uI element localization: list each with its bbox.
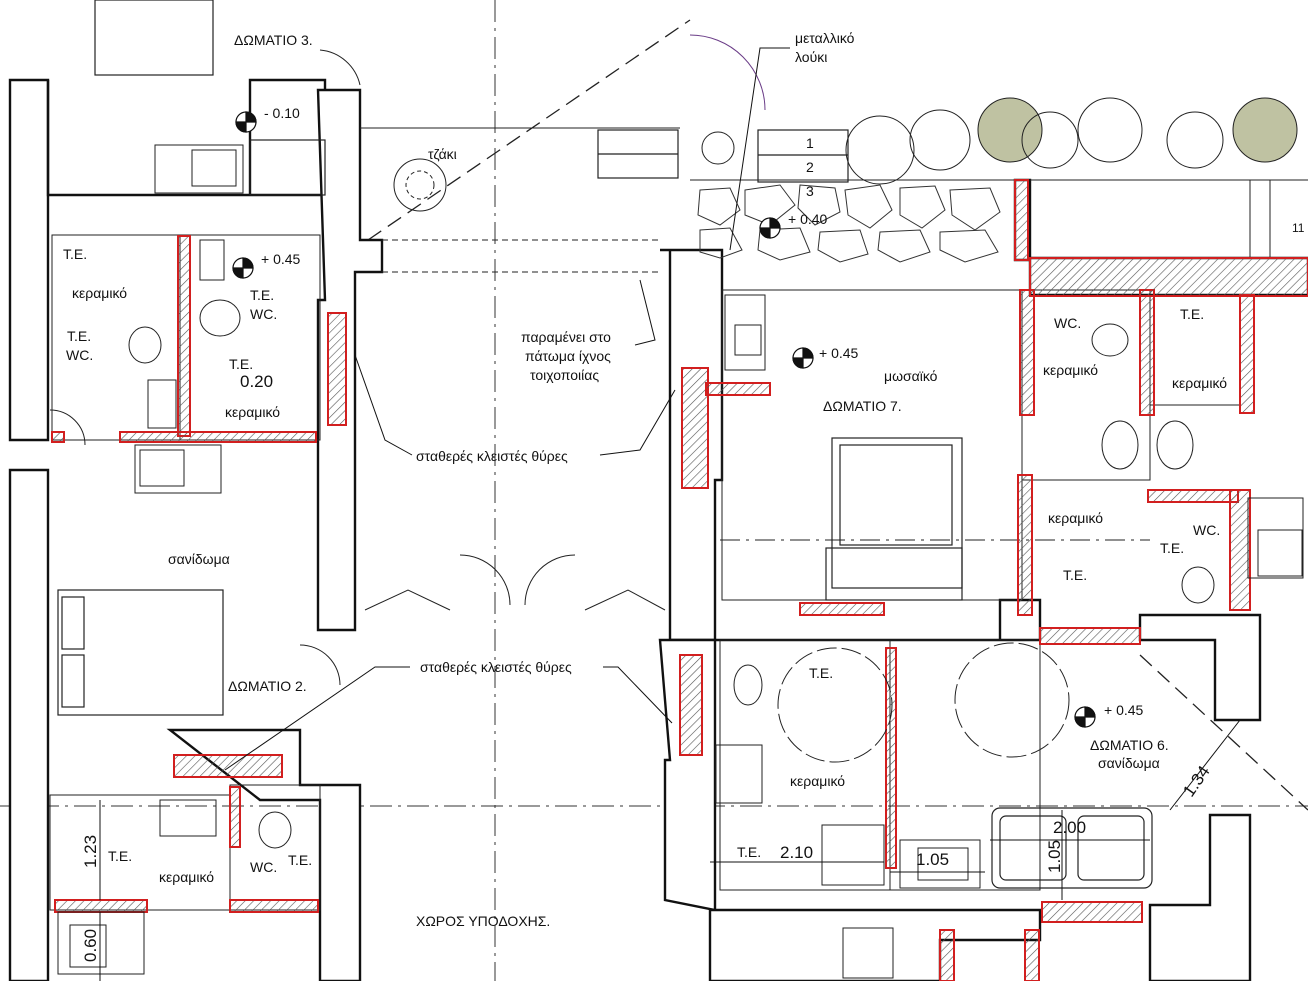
stair-step-number: 3 <box>806 183 814 199</box>
level-value: + 0.45 <box>261 251 301 267</box>
fixed-doors-label-1: σταθερές κλειστές θύρες <box>416 448 568 464</box>
ceramic-label: κεραμικό <box>1048 510 1104 526</box>
walls <box>8 78 1308 981</box>
ceramic-label: κεραμικό <box>159 869 215 885</box>
te-label: T.E. <box>250 287 275 303</box>
dimension-value: 0.20 <box>240 372 274 391</box>
metal-gutter-label-1: μεταλλικό <box>795 30 855 46</box>
dimension-value: 0.60 <box>81 928 100 962</box>
ceramic-label: κεραμικό <box>1043 362 1099 378</box>
door-swings <box>49 34 766 686</box>
leader-lines <box>224 47 790 863</box>
remains-label-1: παραμένει στο <box>521 329 611 345</box>
new-partitions <box>51 179 1308 981</box>
sofa <box>991 807 1153 889</box>
metal-gutter-label-2: λούκι <box>795 49 828 65</box>
room-3-label: ΔΩΜΑΤΙΟ 3. <box>234 32 313 48</box>
te-label: T.E. <box>1180 306 1205 322</box>
wc-label: WC. <box>66 347 94 363</box>
dimension-lines <box>99 719 1241 981</box>
level-value: + 0.45 <box>1104 702 1144 718</box>
planting <box>701 97 1298 185</box>
fireplace-label: τζάκι <box>428 146 457 162</box>
te-label: T.E. <box>63 246 88 262</box>
te-label: T.E. <box>1160 540 1185 556</box>
ceramic-label: κεραμικό <box>225 404 281 420</box>
dimension-value: 11 <box>1292 221 1305 235</box>
room-6-label: ΔΩΜΑΤΙΟ 6. <box>1090 737 1169 753</box>
mosaic-label: μωσαϊκό <box>884 368 938 384</box>
stair-step-number: 2 <box>806 159 814 175</box>
wc-label: WC. <box>250 859 278 875</box>
te-label: T.E. <box>809 665 834 681</box>
fixtures <box>57 144 1304 979</box>
floorboards-label-6: σανίδωμα <box>1098 755 1160 771</box>
te-label: T.E. <box>108 848 133 864</box>
stone-paving <box>697 184 1001 263</box>
fireplace-symbol <box>393 158 447 212</box>
stair-step-number: 1 <box>806 135 814 151</box>
steps <box>249 129 849 196</box>
ceramic-label: κεραμικό <box>72 285 128 301</box>
dimension-value: 1.23 <box>81 834 100 868</box>
fixed-doors-label-2: σταθερές κλειστές θύρες <box>420 659 572 675</box>
dashed-guides <box>367 19 1308 811</box>
te-label: T.E. <box>229 356 254 372</box>
level-value: - 0.10 <box>264 105 300 121</box>
dimension-value: 2.10 <box>780 843 814 862</box>
ceramic-label: κεραμικό <box>1172 375 1228 391</box>
dimension-value: 2.00 <box>1053 818 1087 837</box>
floorboards-label-2: σανίδωμα <box>168 551 230 567</box>
room-7-label: ΔΩΜΑΤΙΟ 7. <box>823 398 902 414</box>
te-label: T.E. <box>67 328 92 344</box>
wc-label: WC. <box>250 306 278 322</box>
accessible-turning-circles <box>777 642 1070 763</box>
wc-label: WC. <box>1193 522 1221 538</box>
reception-label: ΧΩΡΟΣ ΥΠΟΔΟΧΗΣ. <box>416 913 551 929</box>
dimension-value: 1.05 <box>1045 839 1064 873</box>
beds <box>57 0 963 716</box>
level-value: + 0.45 <box>819 345 859 361</box>
wc-label: WC. <box>1054 315 1082 331</box>
level-markers <box>232 111 1096 728</box>
te-label: T.E. <box>1063 567 1088 583</box>
dimension-value: 1.05 <box>916 850 950 869</box>
te-label: T.E. <box>737 844 762 860</box>
ceramic-label: κεραμικό <box>790 773 846 789</box>
level-value: + 0.40 <box>788 211 828 227</box>
remains-label-3: τοιχοποιίας <box>530 367 600 383</box>
remains-label-2: πάτωμα ίχνος <box>525 348 611 364</box>
te-label: T.E. <box>288 852 313 868</box>
room-2-label: ΔΩΜΑΤΙΟ 2. <box>228 678 307 694</box>
